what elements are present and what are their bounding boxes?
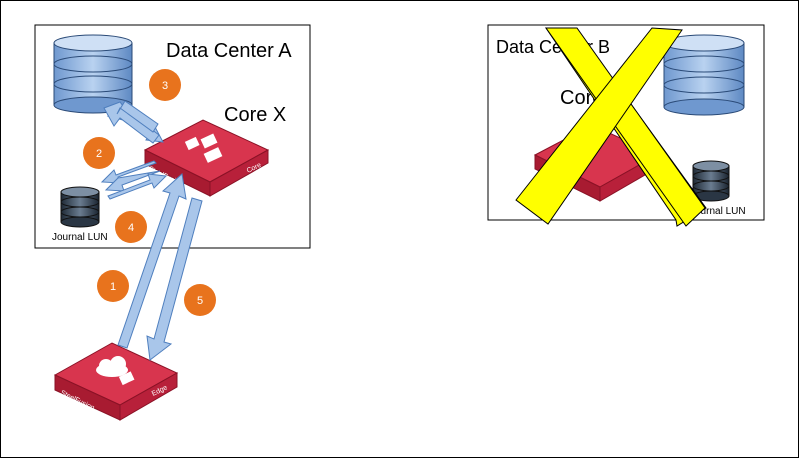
journal-lun-b-label: Journal LUN bbox=[690, 206, 746, 217]
step-badge-1: 1 bbox=[97, 270, 129, 302]
svg-text:2: 2 bbox=[96, 148, 102, 160]
journal-write-arrow bbox=[107, 173, 168, 200]
data-center-a-title: Data Center A bbox=[166, 40, 292, 62]
replication-arrow bbox=[116, 100, 159, 133]
step-badge-5: 5 bbox=[184, 284, 216, 316]
edge-appliance-icon: SteelFusion Edge bbox=[53, 342, 179, 421]
core-to-edge-arrow bbox=[146, 197, 203, 361]
step-badge-4: 4 bbox=[115, 211, 147, 243]
journal-write-arrow bbox=[104, 170, 161, 192]
edge-to-core-arrow bbox=[117, 173, 187, 349]
database-icon bbox=[663, 34, 745, 116]
svg-text:1: 1 bbox=[110, 281, 116, 293]
failure-cross-icon bbox=[515, 27, 707, 227]
step-badge-2: 2 bbox=[83, 137, 115, 169]
database-icon bbox=[53, 34, 133, 114]
journal-lun-a-label: Journal LUN bbox=[52, 232, 108, 243]
journal-database-icon bbox=[692, 160, 730, 202]
core-x-label: Core X bbox=[224, 104, 286, 126]
step-badge-3: 3 bbox=[149, 69, 181, 101]
journal-database-icon bbox=[60, 186, 100, 228]
svg-text:4: 4 bbox=[128, 222, 134, 234]
svg-text:3: 3 bbox=[162, 80, 168, 92]
svg-text:5: 5 bbox=[197, 295, 203, 307]
